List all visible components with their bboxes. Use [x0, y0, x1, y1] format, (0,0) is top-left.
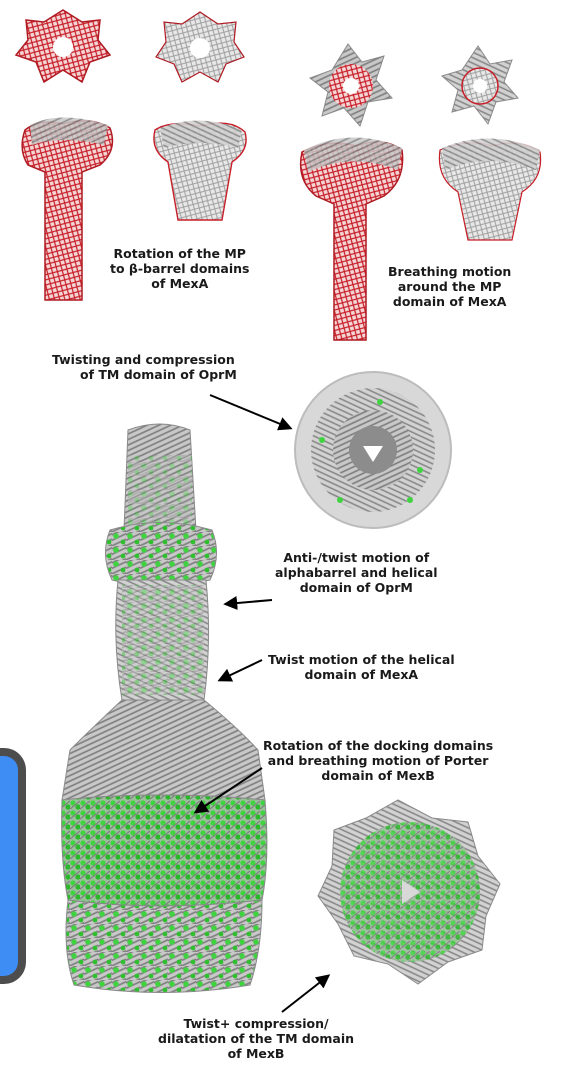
arrow-twist-compression	[282, 976, 328, 1012]
label-rotation-docking: Rotation of the docking domains and brea…	[263, 738, 493, 783]
mexa-side-view-short	[154, 120, 246, 220]
arrow-twist-helical	[220, 660, 262, 680]
mexa-side-view-breathing-long	[301, 137, 403, 340]
oprm-top-view	[295, 372, 451, 528]
side-panel-tab-highlight	[0, 756, 18, 976]
label-rotation-mp: Rotation of the MP to β-barrel domains o…	[110, 246, 250, 291]
mexa-top-view-3	[310, 44, 392, 126]
mexa-side-view-long	[22, 118, 112, 301]
label-anti-twist-oprm: Anti-/twist motion of alphabarrel and he…	[275, 550, 438, 595]
arrow-anti-twist	[226, 600, 272, 604]
mexa-top-view-1	[16, 10, 110, 82]
side-panel-tab[interactable]	[0, 748, 26, 984]
mexb-top-view	[318, 800, 500, 984]
mexa-top-view-4	[442, 46, 518, 124]
arrow-twisting-tm	[210, 395, 290, 428]
label-twist-compression-mexb: Twist+ compression/ dilatation of the TM…	[158, 1016, 354, 1061]
label-twist-helical-mexa: Twist motion of the helical domain of Me…	[268, 652, 455, 682]
mexa-side-view-breathing-short	[439, 138, 540, 240]
mexa-top-view-2	[156, 12, 244, 82]
label-twisting-tm-oprm: Twisting and compression of TM domain of…	[50, 352, 237, 382]
label-breathing-mp: Breathing motion around the MP domain of…	[388, 264, 511, 309]
tripartite-pump-assembly	[62, 424, 267, 993]
